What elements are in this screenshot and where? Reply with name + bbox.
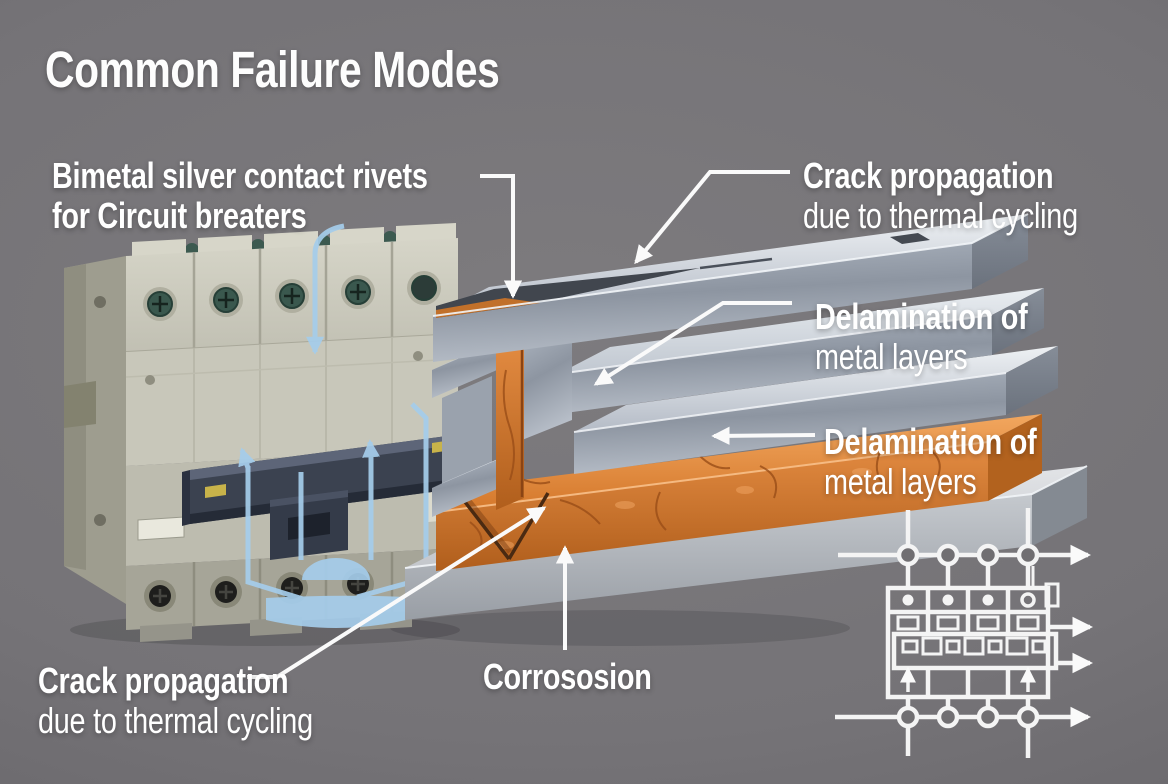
- top-bar-notch: [890, 233, 930, 244]
- blue-up-arrow-left-icon: [238, 447, 256, 469]
- label-line: Crack propagation: [803, 155, 1054, 196]
- blue-arc-band: [266, 595, 406, 628]
- blue-down-arrow-icon: [306, 223, 345, 355]
- label-line: for Circuit breaters: [52, 195, 307, 236]
- label-crack-propagation-bottom: Crack propagation due to thermal cycling: [38, 661, 313, 741]
- blue-up-arrow-right-icon: [362, 439, 381, 458]
- metal-bar-lower: [573, 346, 1058, 474]
- schematic-mechanism: [901, 582, 1060, 656]
- leader-crack-top-arrow-icon: [634, 170, 790, 265]
- label-crack-propagation-top: Crack propagation due to thermal cycling: [803, 156, 1078, 236]
- leader-crack-bottom-arrow-icon: [247, 506, 547, 679]
- label-line: Bimetal silver contact rivets: [52, 155, 428, 196]
- copper-corrosion-layer: [435, 414, 1042, 571]
- leader-delamination-lower-arrow-icon: [711, 426, 816, 446]
- breaker-mid-body: [126, 334, 458, 466]
- leader-bimetal-arrow-icon: [480, 174, 523, 299]
- layered-metal-stack-illustration: [404, 213, 1088, 620]
- airflow-annotation: [238, 223, 429, 628]
- label-line: due to thermal cycling: [38, 700, 313, 741]
- label-line: Delamination of: [824, 421, 1037, 462]
- schematic-terminal-nodes: [896, 543, 1040, 729]
- page-title: Common Failure Modes: [45, 41, 500, 98]
- crack-line: [699, 257, 773, 270]
- label-line: due to thermal cycling: [803, 195, 1078, 236]
- metal-bar-top-cracked: [432, 213, 1029, 362]
- label-line: Delamination of: [815, 296, 1028, 337]
- label-line: metal layers: [824, 461, 977, 502]
- blue-dome-shape: [302, 558, 370, 580]
- label-line: Crack propagation: [38, 660, 289, 701]
- leader-delamination-upper-arrow-icon: [593, 301, 792, 386]
- copper-rivet-channel: [496, 338, 524, 510]
- leader-lines: [247, 170, 816, 679]
- label-delamination-lower: Delamination of metal layers: [824, 421, 1037, 502]
- label-bimetal-contact-rivets: Bimetal silver contact rivets for Circui…: [52, 156, 428, 236]
- label-delamination-upper: Delamination of metal layers: [815, 296, 1028, 377]
- terminal-screws-top: [143, 271, 441, 321]
- label-line: metal layers: [815, 336, 968, 377]
- circuit-breaker-photo: [64, 223, 462, 642]
- corrosion-cracks: [469, 449, 941, 553]
- copper-v-notch-crack: [460, 492, 550, 561]
- label-corrosion: Corrososion: [483, 657, 652, 697]
- label-line: Corrososion: [483, 656, 652, 697]
- four-pole-breaker-schematic-icon: [835, 508, 1094, 758]
